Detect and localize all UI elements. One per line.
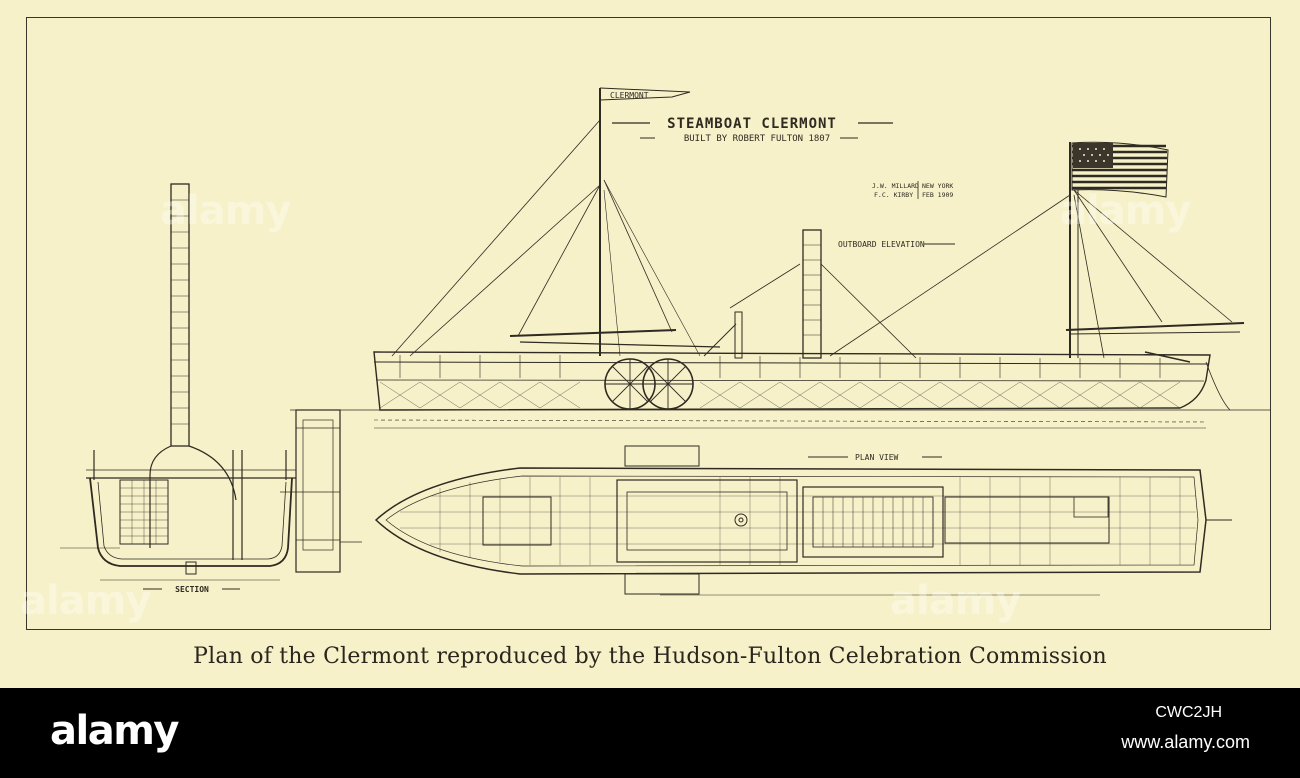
watermark-ghost-3: alamy <box>20 578 151 624</box>
outboard-elevation-label: OUTBOARD ELEVATION <box>838 240 925 249</box>
plan-view: PLAN VIEW <box>374 445 1232 596</box>
watermark-ghost-4: alamy <box>890 578 1021 624</box>
credit-name-1: J.W. MILLARD <box>872 182 919 190</box>
plan-view-label: PLAN VIEW <box>855 453 899 462</box>
section-view: SECTION <box>60 183 362 594</box>
title-block: STEAMBOAT CLERMONT BUILT BY ROBERT FULTO… <box>612 116 893 144</box>
pennant-name: CLERMONT <box>610 91 649 100</box>
american-flag-icon <box>1071 141 1169 198</box>
drawing-subtitle: BUILT BY ROBERT FULTON 1807 <box>684 134 830 144</box>
ship-plan-drawing: STEAMBOAT CLERMONT BUILT BY ROBERT FULTO… <box>60 87 1270 596</box>
credit-name-2: F.C. KIRBY <box>874 191 913 199</box>
section-label: SECTION <box>175 585 209 594</box>
alamy-logo: alamy <box>50 708 179 754</box>
watermark-ghost-2: alamy <box>1060 188 1191 234</box>
credit-date: FEB 1909 <box>922 191 953 199</box>
credits-block: J.W. MILLARD F.C. KIRBY NEW YORK FEB 190… <box>872 181 953 199</box>
watermark-ghost-1: alamy <box>160 188 291 234</box>
credit-place: NEW YORK <box>922 182 953 190</box>
site-url: www.alamy.com <box>1121 732 1250 752</box>
image-caption: Plan of the Clermont reproduced by the H… <box>193 644 1107 669</box>
watermark-bar: alamy CWC2JH www.alamy.com <box>0 688 1300 778</box>
outboard-elevation: OUTBOARD ELEVATION <box>290 87 1270 429</box>
drawing-border <box>26 17 1271 630</box>
drawing-title: STEAMBOAT CLERMONT <box>667 116 837 132</box>
image-id: CWC2JH <box>1155 704 1222 721</box>
